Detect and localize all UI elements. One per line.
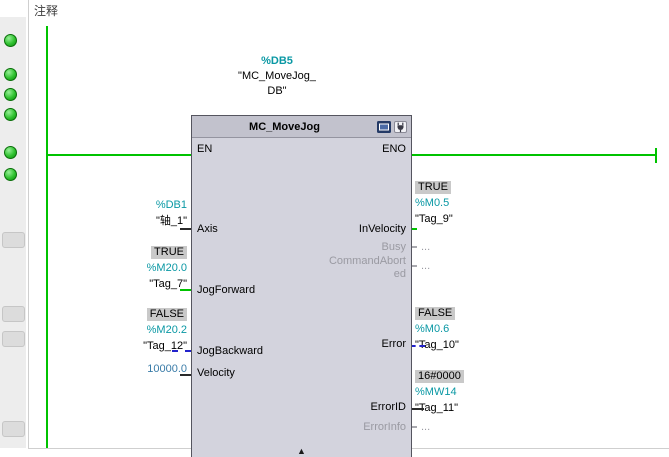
- pin-label-axis: Axis: [197, 223, 218, 235]
- operand-tag[interactable]: "Tag_7": [149, 278, 187, 290]
- monitor-value-badge: FALSE: [146, 308, 187, 321]
- right-rail-stub: [655, 148, 657, 163]
- operand-address[interactable]: %M0.6: [415, 323, 450, 335]
- instance-db-header: %DB5 "MC_MoveJog_ DB": [191, 54, 363, 99]
- operand-address[interactable]: %M20.2: [146, 324, 187, 336]
- operand-tag[interactable]: "Tag_12": [143, 340, 187, 352]
- errorinfo-empty-operand[interactable]: ...: [421, 421, 431, 433]
- operand-tag[interactable]: "Tag_9": [415, 213, 453, 225]
- invelocity-wire: [410, 228, 417, 230]
- velocity-operand: 10000.0: [147, 361, 187, 377]
- operand-constant[interactable]: 10000.0: [147, 363, 187, 375]
- operand-tag[interactable]: "轴_1": [155, 215, 187, 227]
- errorinfo-open-stub: [410, 426, 417, 428]
- velocity-wire: [180, 374, 191, 376]
- fb-block-header[interactable]: MC_MoveJog: [192, 116, 411, 138]
- pin-label-errorinfo: ErrorInfo: [363, 421, 406, 433]
- interface-plug-icon[interactable]: [393, 120, 408, 133]
- pin-label-en: EN: [197, 143, 213, 155]
- status-led: [4, 68, 17, 81]
- pin-label-invelocity: InVelocity: [358, 223, 406, 235]
- block-title: MC_MoveJog: [249, 120, 320, 133]
- pin-label-commandaborted-line2: ed: [393, 268, 406, 280]
- error-operand: FALSE %M0.6 "Tag_10": [415, 305, 459, 353]
- error-wire: [410, 345, 425, 347]
- pin-label-velocity: Velocity: [197, 367, 235, 379]
- collapse-block-arrow[interactable]: ▲: [297, 446, 306, 456]
- commandaborted-empty-operand[interactable]: ...: [421, 260, 431, 272]
- status-led: [4, 34, 17, 47]
- db-name-line1[interactable]: "MC_MoveJog_: [238, 70, 316, 82]
- pin-label-errorid: ErrorID: [370, 401, 406, 413]
- pin-label-busy: Busy: [381, 241, 406, 253]
- network-comment-label[interactable]: 注释: [34, 4, 59, 18]
- operand-address[interactable]: %MW14: [415, 386, 457, 398]
- network-gutter: [0, 17, 26, 448]
- pin-label-commandaborted-line1: CommandAbort: [328, 255, 406, 267]
- gutter-marker: [2, 306, 25, 322]
- gutter-marker: [2, 331, 25, 347]
- gutter-marker: [2, 232, 25, 248]
- pin-label-jogforward: JogForward: [197, 284, 256, 296]
- pin-label-jogbackward: JogBackward: [197, 345, 264, 357]
- en-wire: [48, 154, 191, 156]
- status-led: [4, 168, 17, 181]
- jogbackward-operand: FALSE %M20.2 "Tag_12": [143, 306, 187, 354]
- db-name-line2[interactable]: DB": [267, 85, 287, 97]
- operand-address[interactable]: %M0.5: [415, 197, 450, 209]
- axis-operand: %DB1 "轴_1": [156, 197, 187, 229]
- busy-open-stub: [410, 246, 417, 248]
- operand-address[interactable]: %M20.0: [146, 262, 187, 274]
- power-rail: [46, 26, 48, 448]
- operand-tag[interactable]: "Tag_11": [415, 402, 459, 414]
- operand-address[interactable]: %DB1: [155, 199, 187, 211]
- pin-label-eno: ENO: [382, 143, 406, 155]
- errorid-operand: 16#0000 %MW14 "Tag_11": [415, 368, 464, 416]
- gutter-marker: [2, 421, 25, 437]
- monitor-value-badge: 16#0000: [415, 370, 464, 383]
- monitor-value-badge: TRUE: [415, 181, 451, 194]
- operand-tag[interactable]: "Tag_10": [415, 339, 459, 351]
- monitor-value-badge: FALSE: [415, 307, 456, 320]
- block-type-icon[interactable]: [376, 120, 391, 133]
- gutter-divider: [28, 0, 29, 449]
- axis-wire: [180, 228, 191, 230]
- fb-block-mc-movejog[interactable]: MC_MoveJog EN ENO Axis JogForward: [191, 115, 412, 457]
- commandaborted-open-stub: [410, 265, 417, 267]
- jogforward-operand: TRUE %M20.0 "Tag_7": [147, 244, 187, 292]
- pin-label-error: Error: [381, 338, 406, 350]
- jogbackward-wire: [172, 350, 191, 352]
- busy-empty-operand[interactable]: ...: [421, 241, 431, 253]
- status-led: [4, 108, 17, 121]
- jogforward-wire: [180, 289, 191, 291]
- errorid-wire: [410, 408, 424, 410]
- monitor-value-badge: TRUE: [151, 246, 187, 259]
- status-led: [4, 146, 17, 159]
- invelocity-operand: TRUE %M0.5 "Tag_9": [415, 179, 453, 227]
- status-led: [4, 88, 17, 101]
- db-address[interactable]: %DB5: [261, 55, 293, 67]
- eno-wire: [410, 154, 656, 156]
